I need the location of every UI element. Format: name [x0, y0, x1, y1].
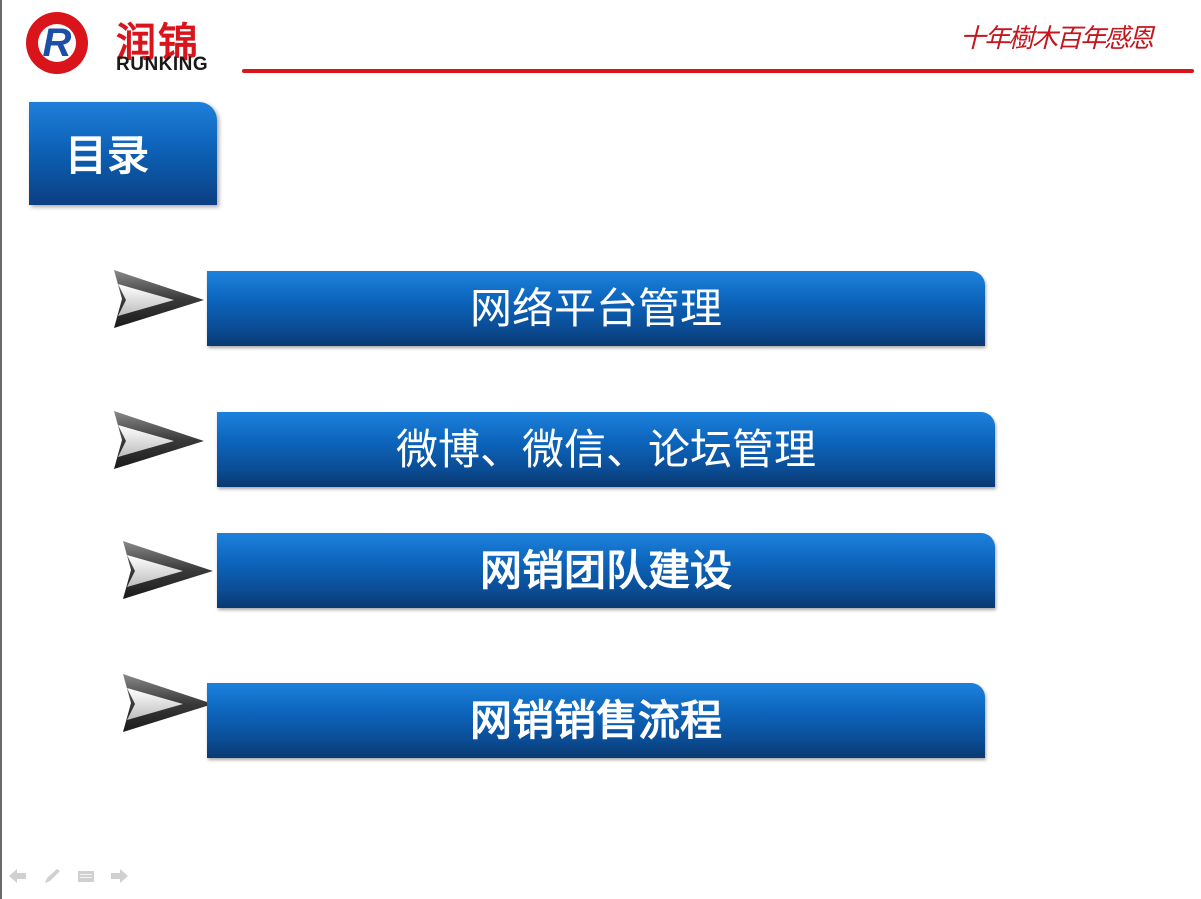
runking-logo: R 润锦 RUNKING — [24, 8, 234, 78]
header-divider — [242, 69, 1194, 73]
menu-icon[interactable] — [76, 868, 96, 888]
menu-item-label: 微博、微信、论坛管理 — [395, 425, 816, 474]
logo-letter: R — [42, 21, 72, 65]
chevron-arrow-icon — [123, 541, 213, 599]
pen-icon[interactable] — [42, 868, 62, 888]
menu-item-label: 网销团队建设 — [479, 546, 732, 595]
arrow-right-icon[interactable] — [110, 868, 130, 888]
title-tab: 目录 — [29, 102, 217, 205]
slide-left-border — [0, 0, 2, 899]
chevron-arrow-icon — [123, 674, 213, 732]
arrow-left-icon[interactable] — [8, 868, 28, 888]
menu-item-label: 网销销售流程 — [469, 696, 722, 745]
logo-chinese-name: 润锦 — [116, 20, 200, 66]
menu-item-sales-team[interactable]: 网销团队建设 — [217, 533, 995, 608]
calligraphy-slogan: 十年樹木百年感恩 — [960, 24, 1154, 54]
chevron-arrow-icon — [114, 270, 204, 328]
menu-item-network-platform[interactable]: 网络平台管理 — [207, 271, 985, 346]
logo-circle-icon: R — [26, 12, 88, 74]
logo-english-name: RUNKING — [116, 54, 209, 75]
page-title: 目录 — [65, 131, 150, 180]
menu-item-weibo-wechat-forum[interactable]: 微博、微信、论坛管理 — [217, 412, 995, 487]
chevron-arrow-icon — [114, 411, 204, 469]
menu-item-sales-process[interactable]: 网销销售流程 — [207, 683, 985, 758]
menu-item-label: 网络平台管理 — [469, 284, 722, 333]
